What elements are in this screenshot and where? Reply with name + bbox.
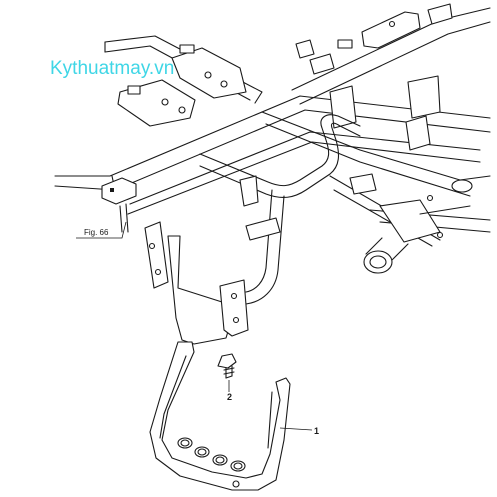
part-1-step-bracket [149, 341, 291, 491]
callout-1: 1 [314, 426, 319, 436]
part-2-bolt [217, 353, 237, 379]
figure-reference-label: Fig. 66 [84, 228, 109, 237]
main-crossmember [54, 95, 491, 215]
callout-2: 2 [227, 392, 232, 402]
left-hanger-bracket [119, 203, 169, 289]
bent-tube-bar [199, 114, 361, 305]
watermark: Kythuatmay.vn [50, 58, 174, 79]
leader-line-1 [279, 427, 313, 431]
lower-mounting-plate [167, 235, 249, 345]
upper-left-frame-rail [104, 35, 353, 127]
leader-line-fig-ref [76, 221, 127, 239]
right-frame-structure [261, 75, 491, 247]
tube-end-eye [363, 237, 409, 274]
crossmember-clip [101, 177, 137, 205]
upper-right-frame-rail [291, 3, 491, 105]
